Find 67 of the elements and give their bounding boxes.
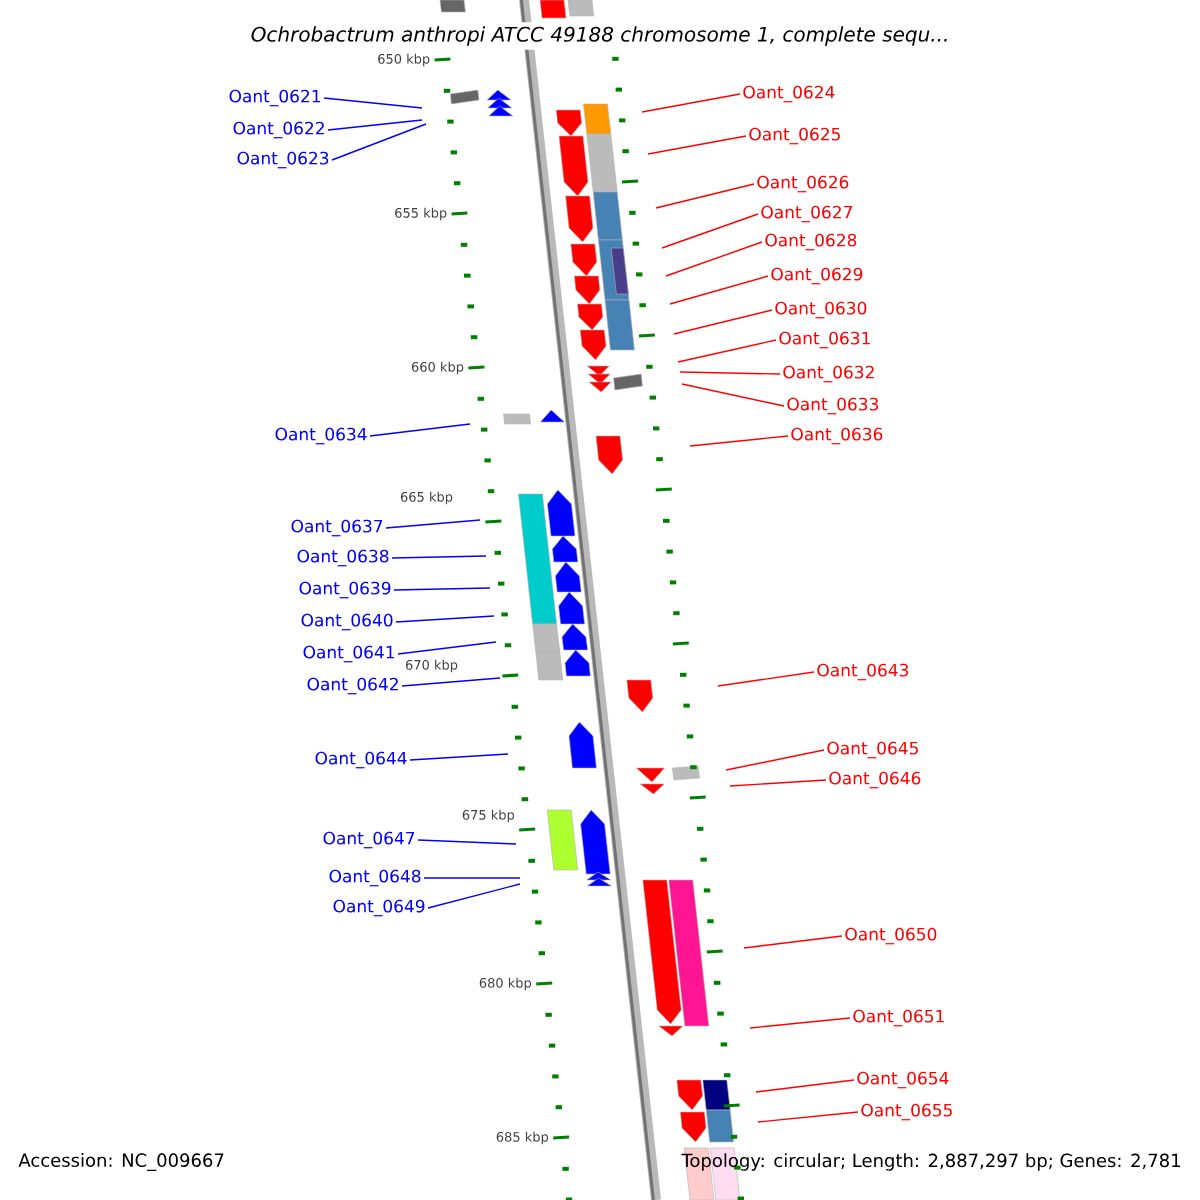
gene-label: Oant_0638 bbox=[297, 549, 389, 567]
leader-line bbox=[681, 383, 785, 407]
gene-label: Oant_0642 bbox=[307, 677, 398, 695]
leader-line bbox=[417, 839, 517, 845]
gene-label: Oant_0630 bbox=[775, 301, 867, 319]
gene-label: Oant_0648 bbox=[329, 869, 421, 887]
title: Ochrobactrum anthropi ATCC 49188 chromosome 1, complete sequ... bbox=[246, 22, 954, 50]
leader-line bbox=[391, 555, 487, 559]
leader-line bbox=[729, 779, 827, 787]
leader-line bbox=[677, 339, 777, 363]
gene-label: Oant_0632 bbox=[783, 365, 874, 383]
leader-line bbox=[423, 877, 521, 879]
gene-label: Oant_0623 bbox=[237, 151, 329, 169]
gene-label: Oant_0655 bbox=[861, 1103, 952, 1121]
leader-line bbox=[749, 1017, 851, 1029]
gene-label: Oant_0640 bbox=[301, 613, 393, 631]
leader-line bbox=[673, 309, 773, 335]
accession-text: Accession: NC_009667 bbox=[16, 1151, 227, 1173]
gene-label: Oant_0627 bbox=[761, 205, 852, 223]
leader-line bbox=[725, 749, 825, 771]
gene-label: Oant_0636 bbox=[791, 427, 883, 445]
gene-label: Oant_0634 bbox=[275, 427, 367, 445]
gene-label: Oant_0625 bbox=[749, 127, 840, 145]
gene-label: Oant_0622 bbox=[233, 121, 324, 139]
leader-line bbox=[385, 519, 481, 529]
gene-label: Oant_0649 bbox=[333, 899, 425, 917]
leader-line bbox=[757, 1111, 859, 1123]
leader-line bbox=[393, 587, 491, 591]
leader-line bbox=[717, 671, 815, 687]
gene-label: Oant_0644 bbox=[315, 751, 407, 769]
leader-line bbox=[401, 677, 501, 687]
gene-label: Oant_0643 bbox=[817, 663, 909, 681]
leader-line bbox=[641, 93, 741, 113]
gene-label: Oant_0647 bbox=[323, 831, 415, 849]
leader-line bbox=[397, 641, 497, 655]
gene-label: Oant_0626 bbox=[757, 175, 849, 193]
gene-label: Oant_0628 bbox=[765, 233, 857, 251]
leader-line bbox=[395, 615, 495, 623]
leader-line bbox=[331, 123, 427, 161]
leader-line bbox=[755, 1079, 855, 1093]
leader-line bbox=[327, 119, 423, 131]
leader-line bbox=[661, 213, 759, 249]
gene-label: Oant_0629 bbox=[771, 267, 863, 285]
gene-label: Oant_0646 bbox=[829, 771, 921, 789]
gene-label: Oant_0621 bbox=[229, 89, 321, 107]
leader-line bbox=[647, 135, 747, 155]
gene-label: Oant_0654 bbox=[857, 1071, 949, 1089]
gene-label: Oant_0633 bbox=[787, 397, 879, 415]
gene-label: Oant_0639 bbox=[299, 581, 391, 599]
summary-text: Topology: circular; Length: 2,887,297 bp; Genes: 2,781 bbox=[681, 1153, 1180, 1171]
gene-label: Oant_0645 bbox=[827, 741, 918, 759]
leader-line bbox=[669, 275, 769, 305]
gene-label: Oant_0624 bbox=[743, 85, 835, 103]
leader-line bbox=[743, 935, 843, 949]
leader-line bbox=[679, 371, 781, 375]
leader-line bbox=[427, 883, 521, 909]
leader-line bbox=[409, 753, 509, 761]
leader-line bbox=[323, 97, 423, 109]
leader-line bbox=[655, 183, 755, 209]
gene-label: Oant_0641 bbox=[303, 645, 395, 663]
gene-label: Oant_0631 bbox=[779, 331, 870, 349]
gene-label: Oant_0637 bbox=[291, 519, 383, 537]
gene-label: Oant_0651 bbox=[853, 1009, 944, 1027]
leader-line bbox=[369, 423, 471, 437]
leader-line bbox=[665, 241, 763, 277]
gene-label: Oant_0650 bbox=[845, 927, 937, 945]
leader-line bbox=[689, 435, 789, 447]
